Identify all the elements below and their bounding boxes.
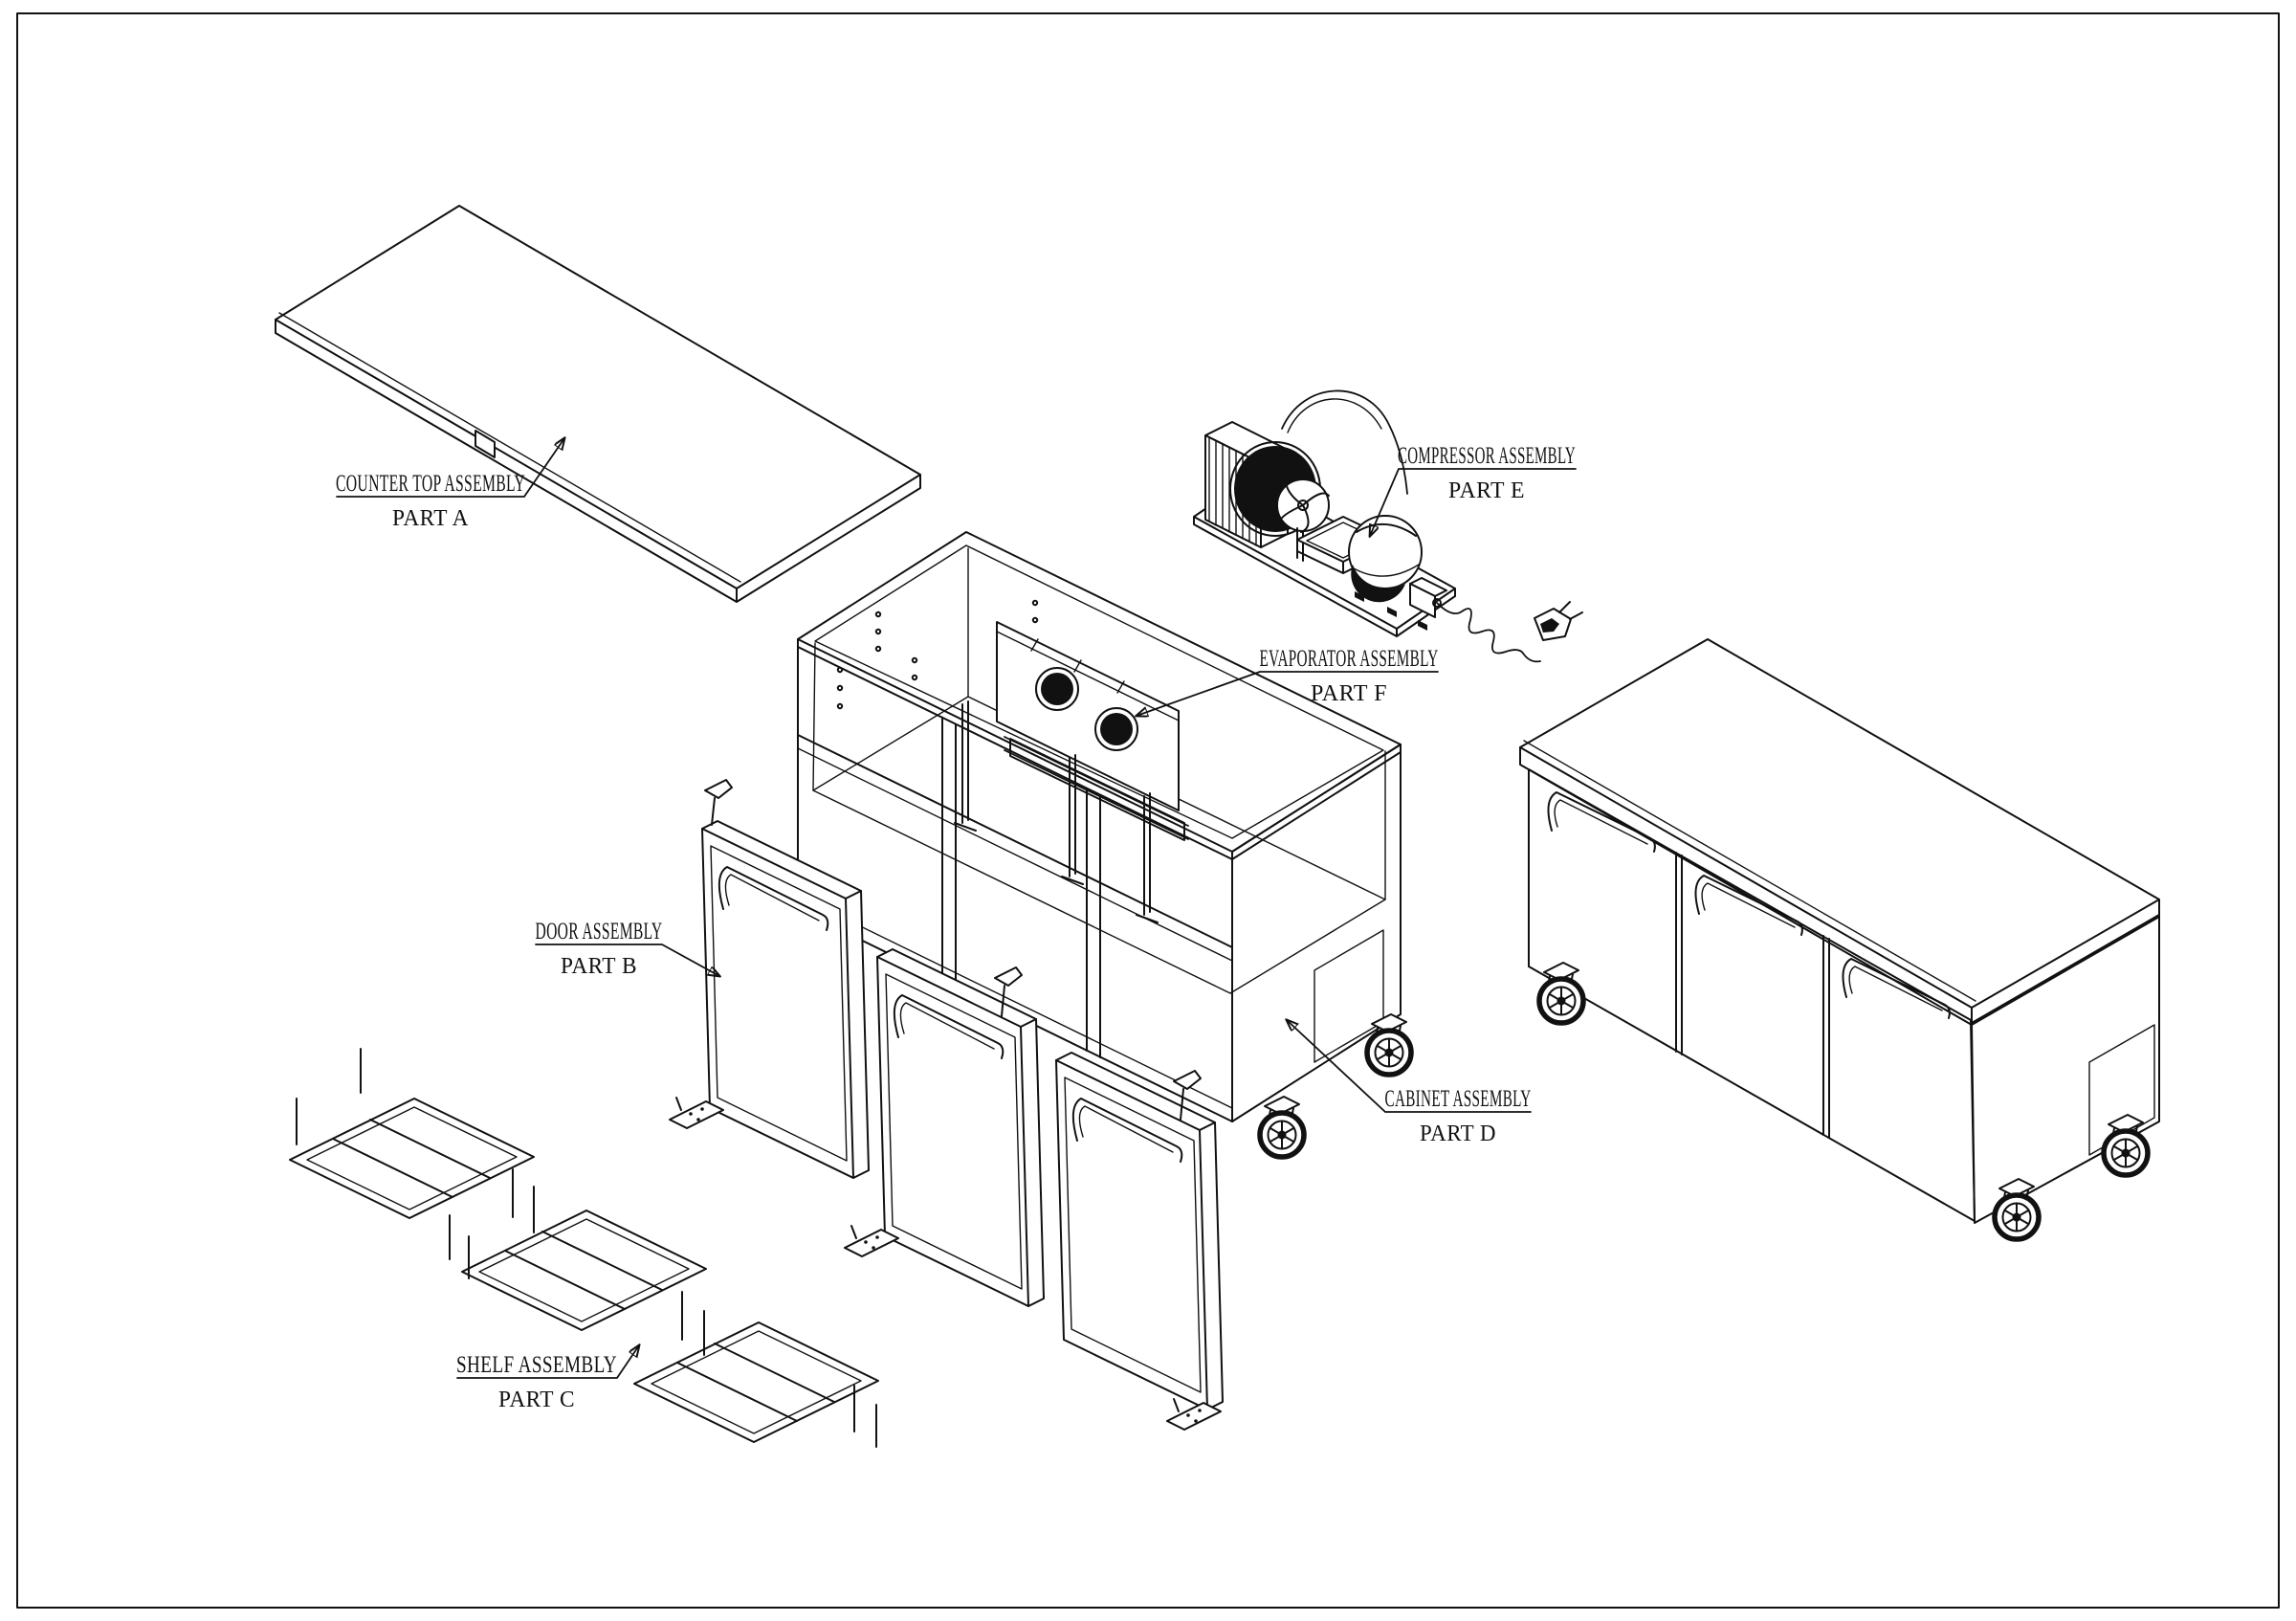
wire-shelf: [289, 1098, 535, 1219]
screw-hole-dots: [836, 599, 1039, 710]
countertop-seam-notch: [475, 430, 496, 458]
door-handle: [893, 994, 1004, 1059]
door-assembly: [669, 779, 1224, 1431]
callout-compressor: COMPRESSOR ASSEMBLY PART E: [1370, 443, 1577, 536]
plug-icon: [1534, 601, 1583, 641]
compressor-dome: [1348, 515, 1427, 631]
door-panel: [669, 779, 870, 1179]
callout-evaporator-line2: PART F: [1311, 681, 1387, 706]
callout-door-line2: PART B: [561, 954, 637, 979]
assembled-unit: [1519, 638, 2160, 1239]
wire-shelf: [633, 1321, 879, 1443]
wire-shelf: [461, 1210, 707, 1331]
bottom-hinge-plate: [844, 1229, 899, 1257]
leader-line: [1370, 468, 1577, 536]
fan-blade-icon: [1276, 476, 1330, 562]
callout-counter-top-line2: PART A: [392, 506, 469, 531]
unit-front-doors: [1528, 768, 1976, 1222]
door-handle: [1071, 1098, 1183, 1163]
compressor-assembly: [1193, 389, 1583, 663]
callout-evaporator: EVAPORATOR ASSEMBLY PART F: [1137, 646, 1439, 716]
door-handle: [1547, 791, 1656, 853]
top-hinge-bracket: [994, 966, 1023, 987]
callout-counter-top: COUNTER TOP ASSEMBLY PART A: [336, 438, 564, 531]
callout-shelf-line1: SHELF ASSEMBLY: [456, 1352, 617, 1378]
callout-shelf-line2: PART C: [498, 1388, 575, 1412]
leader-line: [336, 438, 564, 498]
callout-cabinet: CABINET ASSEMBLY PART D: [1287, 1020, 1532, 1146]
shelf-clips: [296, 1048, 877, 1448]
callouts: COUNTER TOP ASSEMBLY PART A COMPRESSOR A…: [336, 438, 1577, 1412]
sheet-border: [16, 12, 2280, 1609]
leader-line: [456, 1345, 639, 1379]
callout-door-line1: DOOR ASSEMBLY: [536, 919, 663, 944]
counter-top-assembly: [275, 205, 921, 603]
top-hinge-bracket: [1173, 1070, 1202, 1090]
evaporator-assembly: [954, 621, 1189, 923]
coil-fins: [1009, 738, 1185, 841]
evaporator-fan-icon: [1035, 667, 1079, 711]
shelf-assembly: [289, 1048, 879, 1448]
callout-compressor-line1: COMPRESSOR ASSEMBLY: [1398, 443, 1576, 469]
vent-grille: [2088, 1024, 2155, 1156]
power-cord: [1432, 598, 1583, 663]
door-handle: [718, 866, 829, 931]
callout-cabinet-line2: PART D: [1420, 1121, 1496, 1146]
callout-counter-top-line1: COUNTER TOP ASSEMBLY: [336, 471, 525, 497]
bottom-hinge-plate: [1166, 1402, 1222, 1431]
evaporator-fan-icon: [1094, 707, 1138, 751]
unit-side-panel: [1971, 914, 2160, 1224]
leader-line: [535, 944, 719, 976]
door-panel: [1055, 1052, 1224, 1431]
leader-line: [1287, 1020, 1532, 1113]
leader-line: [1137, 671, 1439, 716]
door-handle: [1842, 958, 1951, 1019]
door-handle: [1694, 875, 1803, 936]
door-panel: [844, 948, 1045, 1307]
cabinet-side-panel: [1231, 744, 1402, 1122]
callout-compressor-line2: PART E: [1448, 478, 1525, 503]
bottom-hinge-plate: [669, 1100, 724, 1129]
callout-evaporator-line1: EVAPORATOR ASSEMBLY: [1260, 646, 1439, 672]
callout-cabinet-line1: CABINET ASSEMBLY: [1385, 1086, 1532, 1112]
callout-door: DOOR ASSEMBLY PART B: [535, 919, 720, 979]
callout-shelf: SHELF ASSEMBLY PART C: [456, 1345, 639, 1412]
top-hinge-bracket: [704, 779, 733, 799]
